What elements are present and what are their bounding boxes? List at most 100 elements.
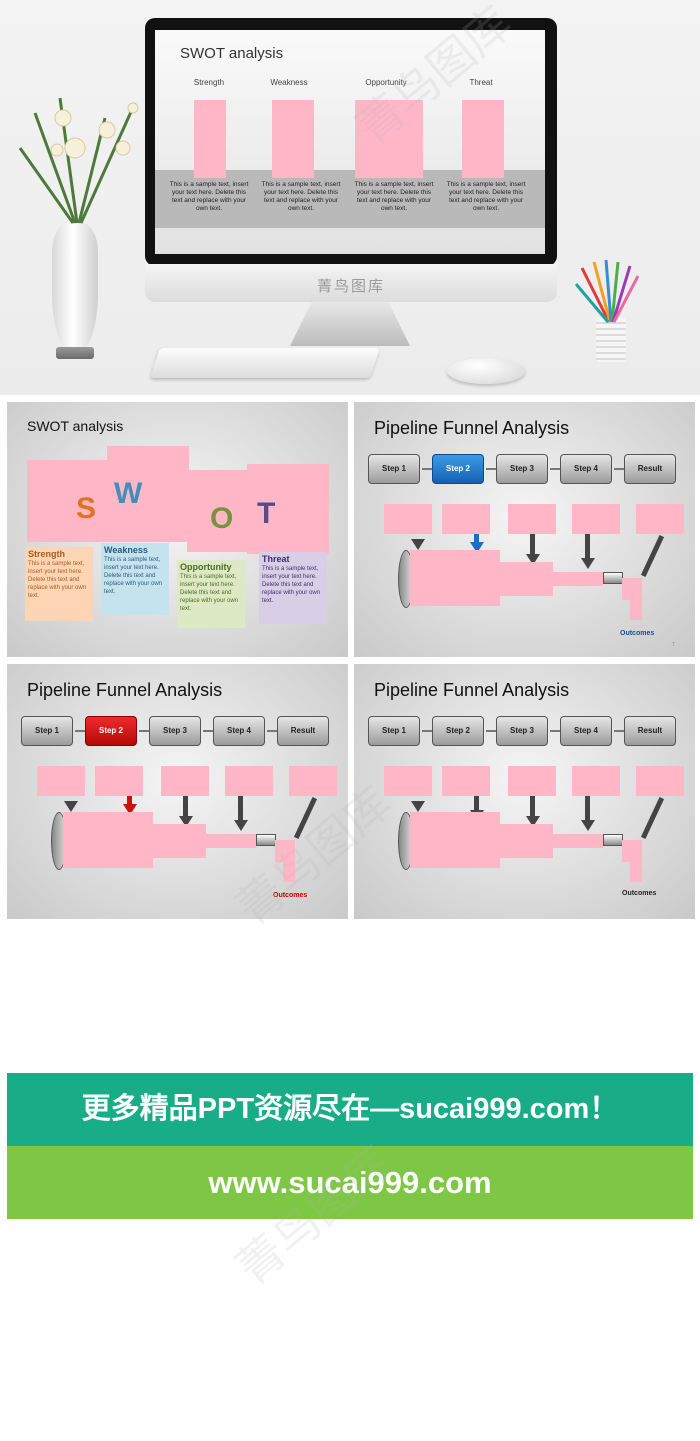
funnel-placeholder (384, 766, 432, 796)
funnel-output (275, 840, 295, 862)
result-button[interactable]: Result (277, 716, 329, 746)
arrow-down-icon (234, 820, 248, 831)
card-body: This is a sample text, insert your text … (262, 565, 324, 605)
step-3-button[interactable]: Step 3 (496, 716, 548, 746)
slide-funnel-plain[interactable]: Pipeline Funnel Analysis Step 1 Step 2 S… (354, 664, 695, 919)
funnel-placeholder (384, 504, 432, 534)
arrow-stem (294, 797, 317, 839)
slide-funnel-red[interactable]: Pipeline Funnel Analysis Step 1 Step 2 S… (7, 664, 348, 919)
outcomes-label: Outcomes (622, 890, 656, 897)
swot-letter-o: O (210, 502, 233, 536)
funnel-placeholder (442, 766, 490, 796)
hero-col-strength: Strength (169, 78, 249, 87)
hero-col-threat: Threat (441, 78, 521, 87)
swot-pink-block (27, 460, 109, 542)
monitor-stand (290, 302, 410, 346)
swot-card-strength: Strength This is a sample text, insert y… (25, 547, 93, 621)
step-4-button[interactable]: Step 4 (213, 716, 265, 746)
funnel-valve (603, 572, 623, 584)
funnel-body (63, 812, 153, 868)
funnel-drops (630, 862, 642, 882)
hero-slide-title: SWOT analysis (180, 45, 283, 62)
step-4-button[interactable]: Step 4 (560, 454, 612, 484)
step-1-button[interactable]: Step 1 (368, 716, 420, 746)
swot-letter-s: S (76, 492, 96, 526)
card-body: This is a sample text, insert your text … (28, 560, 90, 600)
slide-title: Pipeline Funnel Analysis (374, 680, 569, 701)
promo-banner[interactable]: 更多精品PPT资源尽在—sucai999.com！ (7, 1073, 693, 1146)
result-button[interactable]: Result (624, 716, 676, 746)
arrow-stem (183, 796, 188, 816)
hero-sample-text-2: This is a sample text, insert your text … (260, 181, 342, 213)
funnel-placeholder (225, 766, 273, 796)
funnel-placeholder (37, 766, 85, 796)
website-link[interactable]: www.sucai999.com (7, 1146, 693, 1219)
funnel-output (622, 840, 642, 862)
slide-title: Pipeline Funnel Analysis (374, 418, 569, 439)
card-body: This is a sample text, insert your text … (180, 573, 242, 613)
funnel-body (551, 572, 603, 586)
step-1-button[interactable]: Step 1 (368, 454, 420, 484)
hero-col-opportunity: Opportunity (346, 78, 426, 87)
funnel-placeholder (508, 504, 556, 534)
funnel-placeholder (161, 766, 209, 796)
result-button[interactable]: Result (624, 454, 676, 484)
funnel-placeholder (572, 504, 620, 534)
funnel-placeholder (508, 766, 556, 796)
hero-sample-text-3: This is a sample text, insert your text … (353, 181, 435, 213)
arrow-stem (127, 796, 132, 804)
funnel-body (204, 834, 256, 848)
slide-funnel-blue[interactable]: Pipeline Funnel Analysis Step 1 Step 2 S… (354, 402, 695, 657)
hero-sample-text-4: This is a sample text, insert your text … (445, 181, 527, 213)
arrow-stem (474, 796, 479, 810)
step-2-button[interactable]: Step 2 (432, 454, 484, 484)
funnel-drops (283, 862, 295, 882)
arrow-down-icon (411, 539, 425, 550)
hero-col-weakness: Weakness (249, 78, 329, 87)
funnel-placeholder (572, 766, 620, 796)
card-body: This is a sample text, insert your text … (104, 556, 166, 596)
card-heading: Strength (28, 550, 90, 558)
arrow-down-icon (581, 558, 595, 569)
outcomes-label: Outcomes (273, 892, 307, 899)
step-4-button[interactable]: Step 4 (560, 716, 612, 746)
flower-icon (15, 88, 155, 228)
card-heading: Opportunity (180, 563, 242, 571)
funnel-valve (603, 834, 623, 846)
arrow-stem (474, 534, 479, 542)
card-heading: Weakness (104, 546, 166, 554)
hero-sample-text-1: This is a sample text, insert your text … (168, 181, 250, 213)
arrow-down-icon (581, 820, 595, 831)
arrow-stem (585, 796, 590, 820)
funnel-body (551, 834, 603, 848)
arrow-stem (530, 534, 535, 554)
funnel-output (622, 578, 642, 600)
swot-letter-t: T (257, 497, 275, 531)
hero-box-threat (462, 100, 504, 178)
hero-box-strength (194, 100, 226, 178)
arrow-stem (641, 535, 664, 577)
slide-swot[interactable]: SWOT analysis S W O T Strength This is a… (7, 402, 348, 657)
funnel-body (151, 824, 206, 858)
swot-card-weakness: Weakness This is a sample text, insert y… (101, 543, 169, 615)
funnel-body (410, 550, 500, 606)
step-2-button[interactable]: Step 2 (85, 716, 137, 746)
step-2-button[interactable]: Step 2 (432, 716, 484, 746)
keyboard-image (150, 348, 380, 378)
step-3-button[interactable]: Step 3 (149, 716, 201, 746)
funnel-valve (256, 834, 276, 846)
brand-watermark: 菁鸟图库 (145, 275, 557, 296)
slide-title: SWOT analysis (27, 418, 123, 434)
funnel-body (498, 562, 553, 596)
step-3-button[interactable]: Step 3 (496, 454, 548, 484)
vase-base (56, 347, 94, 359)
arrow-down-icon (411, 801, 425, 812)
swot-card-threat: Threat This is a sample text, insert you… (259, 552, 327, 624)
pencil-cup-image (596, 318, 626, 362)
step-1-button[interactable]: Step 1 (21, 716, 73, 746)
outcomes-label: Outcomes (620, 630, 654, 637)
arrow-stem (238, 796, 243, 820)
arrow-stem (641, 797, 664, 839)
mouse-image (447, 358, 525, 384)
funnel-body (498, 824, 553, 858)
